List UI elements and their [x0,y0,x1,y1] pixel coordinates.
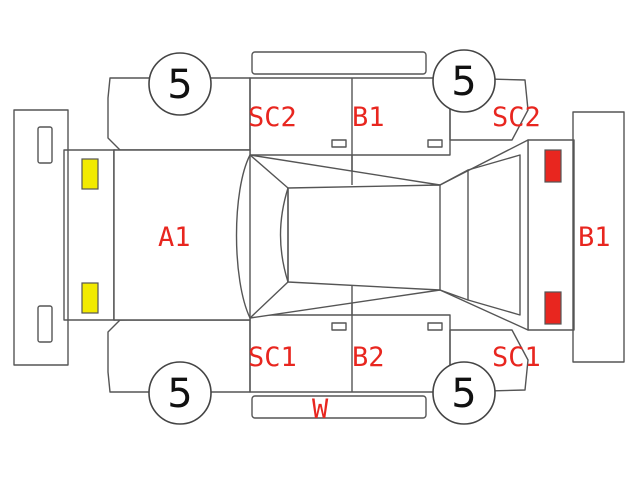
rear-lamp-lower [544,291,562,325]
roof-rail-upper [251,51,427,75]
front-bumper [13,109,115,366]
front-lamp-lower [81,282,99,314]
code-rear-fender-upper: SC2 [492,102,541,133]
code-lower-bar: W [312,394,329,425]
code-rear-door-upper: B1 [352,102,385,133]
side-body-lower [107,285,529,393]
wheel-rear-upper-number: 5 [451,59,476,105]
wheel-front-lower: 5 [148,361,212,425]
code-hood: A1 [158,222,191,253]
wheel-rear-upper: 5 [432,49,496,113]
front-lamp-upper [81,158,99,190]
code-rear-door-lower: B2 [352,342,385,373]
wheel-rear-lower: 5 [432,361,496,425]
wheel-front-upper-number: 5 [167,62,192,108]
code-front-fender-upper: SC2 [248,102,297,133]
rear-lamp-upper [544,149,562,183]
wheel-front-lower-number: 5 [167,371,192,417]
body-top-view [113,139,529,331]
code-rear-panel: B1 [578,222,611,253]
code-rear-fender-lower: SC1 [492,342,541,373]
roof-rail-lower [251,395,427,419]
wheel-front-upper: 5 [148,52,212,116]
wheel-rear-lower-number: 5 [451,371,476,417]
code-front-fender-lower: SC1 [248,342,297,373]
